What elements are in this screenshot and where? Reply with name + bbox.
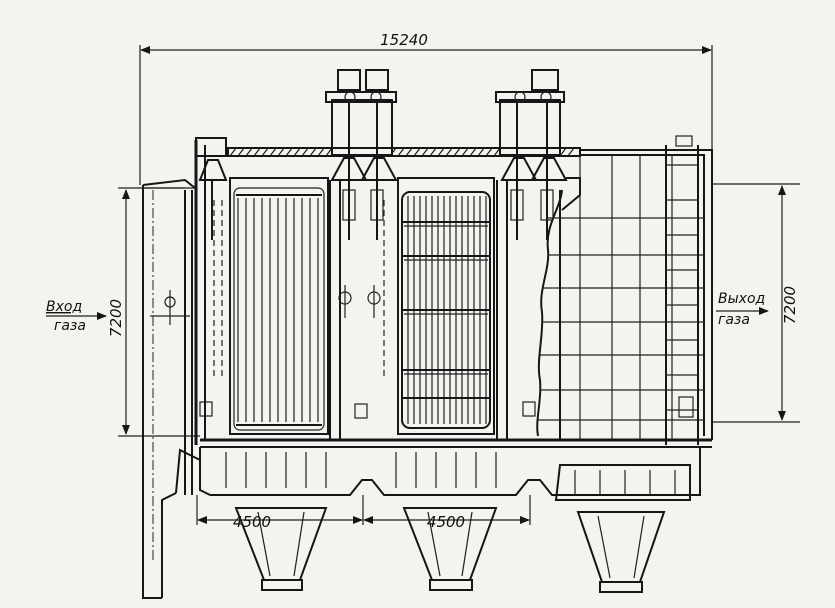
- gas-inlet: Вход газа: [46, 299, 107, 334]
- housing: [194, 140, 712, 448]
- hopper-base: [175, 447, 701, 501]
- outlet-height-label: 7200: [781, 286, 799, 324]
- outlet-height-dimension: 7200: [712, 183, 800, 423]
- hopper-2: [402, 507, 498, 591]
- hopper-3: [576, 511, 666, 593]
- inlet-height-label: 7200: [107, 299, 125, 337]
- gas-inlet-label-line2: газа: [54, 318, 86, 334]
- electrode-field-1: [199, 177, 329, 435]
- electrode-field-3-cutaway: [522, 135, 713, 445]
- electrode-field-2: [354, 177, 495, 435]
- roof: [227, 147, 581, 157]
- gas-outlet-label-line2: газа: [718, 312, 750, 328]
- gas-outlet-label-line1: Выход: [718, 291, 765, 307]
- gas-outlet: Выход газа: [716, 291, 769, 328]
- overall-width-dimension: 15240: [139, 31, 713, 185]
- inlet-height-dimension: 7200: [107, 187, 200, 437]
- hopper-spacing-dimensions: 4500 4500: [196, 495, 531, 531]
- rapping-drive-tower-2: [495, 69, 568, 240]
- overall-width-label: 15240: [380, 31, 428, 49]
- hopper-spacing-2-label: 4500: [427, 513, 465, 531]
- inlet-duct: [142, 178, 196, 599]
- gas-inlet-label-line1: Вход: [46, 299, 82, 315]
- rapping-drive-left: [195, 137, 228, 240]
- rapping-drive-tower-1: [325, 69, 398, 318]
- hopper-1: [234, 507, 328, 591]
